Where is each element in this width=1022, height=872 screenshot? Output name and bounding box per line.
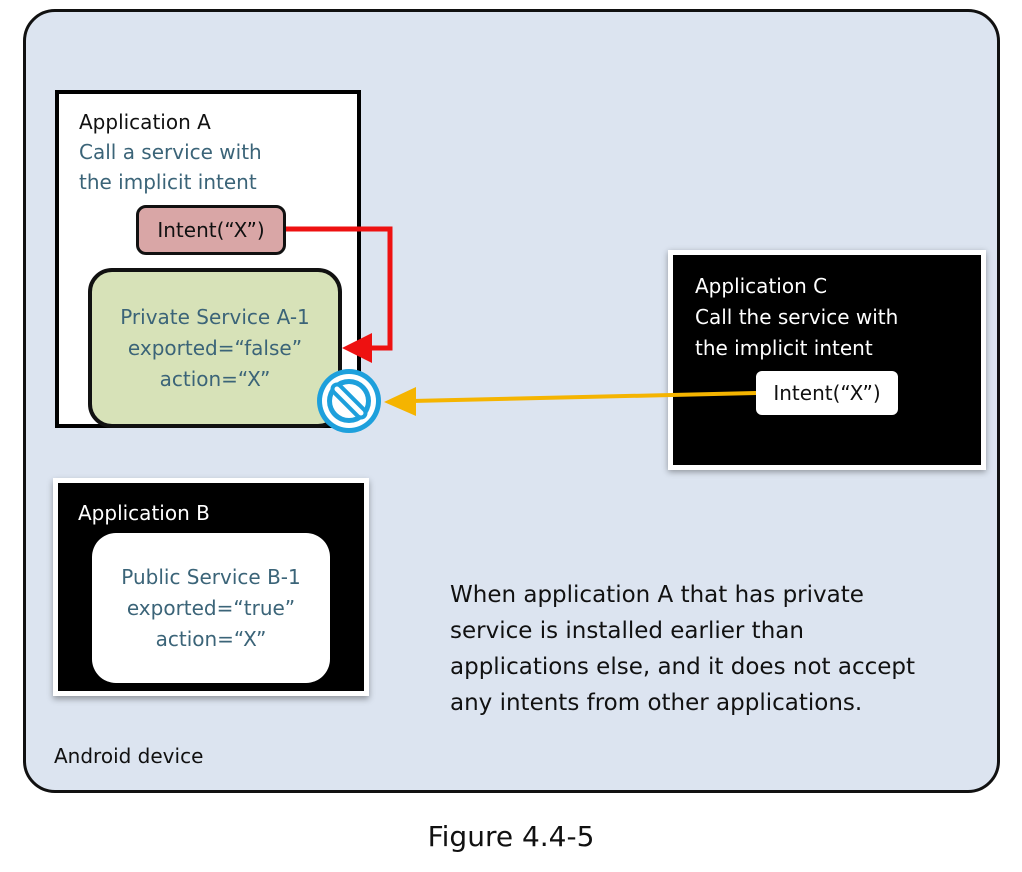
- intent-a-box: Intent(“X”): [136, 205, 286, 255]
- application-c-subtitle-1: Call the service with: [695, 305, 899, 329]
- android-device-label: Android device: [54, 744, 204, 768]
- application-c-subtitle-2: the implicit intent: [695, 336, 873, 360]
- application-c-title: Application C: [695, 274, 828, 298]
- private-service-a1-action: action=“X”: [159, 366, 271, 391]
- note-line: service is installed earlier than: [450, 618, 804, 644]
- private-service-a1-name: Private Service A-1: [120, 304, 310, 329]
- intent-a-label: Intent(“X”): [157, 218, 265, 242]
- intent-c-box: Intent(“X”): [756, 371, 898, 415]
- figure-caption: Figure 4.4-5: [427, 820, 595, 853]
- application-a-subtitle-1: Call a service with: [79, 140, 262, 164]
- note-line: any intents from other applications.: [450, 690, 863, 716]
- application-a-title: Application A: [79, 110, 211, 134]
- private-service-a1-exported: exported=“false”: [127, 335, 303, 360]
- application-c-box: Application C Call the service with the …: [668, 250, 986, 470]
- application-b-title: Application B: [78, 501, 210, 525]
- public-service-b1-exported: exported=“true”: [126, 595, 296, 620]
- note-line: applications else, and it does not accep…: [450, 654, 916, 680]
- explanation-note: When application A that has private serv…: [450, 577, 980, 721]
- intent-c-label: Intent(“X”): [773, 381, 881, 405]
- private-service-a1: Private Service A-1 exported=“false” act…: [88, 268, 342, 428]
- public-service-b1-action: action=“X”: [155, 626, 267, 651]
- public-service-b1: Public Service B-1 exported=“true” actio…: [92, 533, 330, 683]
- public-service-b1-name: Public Service B-1: [121, 564, 301, 589]
- application-a-subtitle-2: the implicit intent: [79, 170, 257, 194]
- note-line: When application A that has private: [450, 582, 864, 608]
